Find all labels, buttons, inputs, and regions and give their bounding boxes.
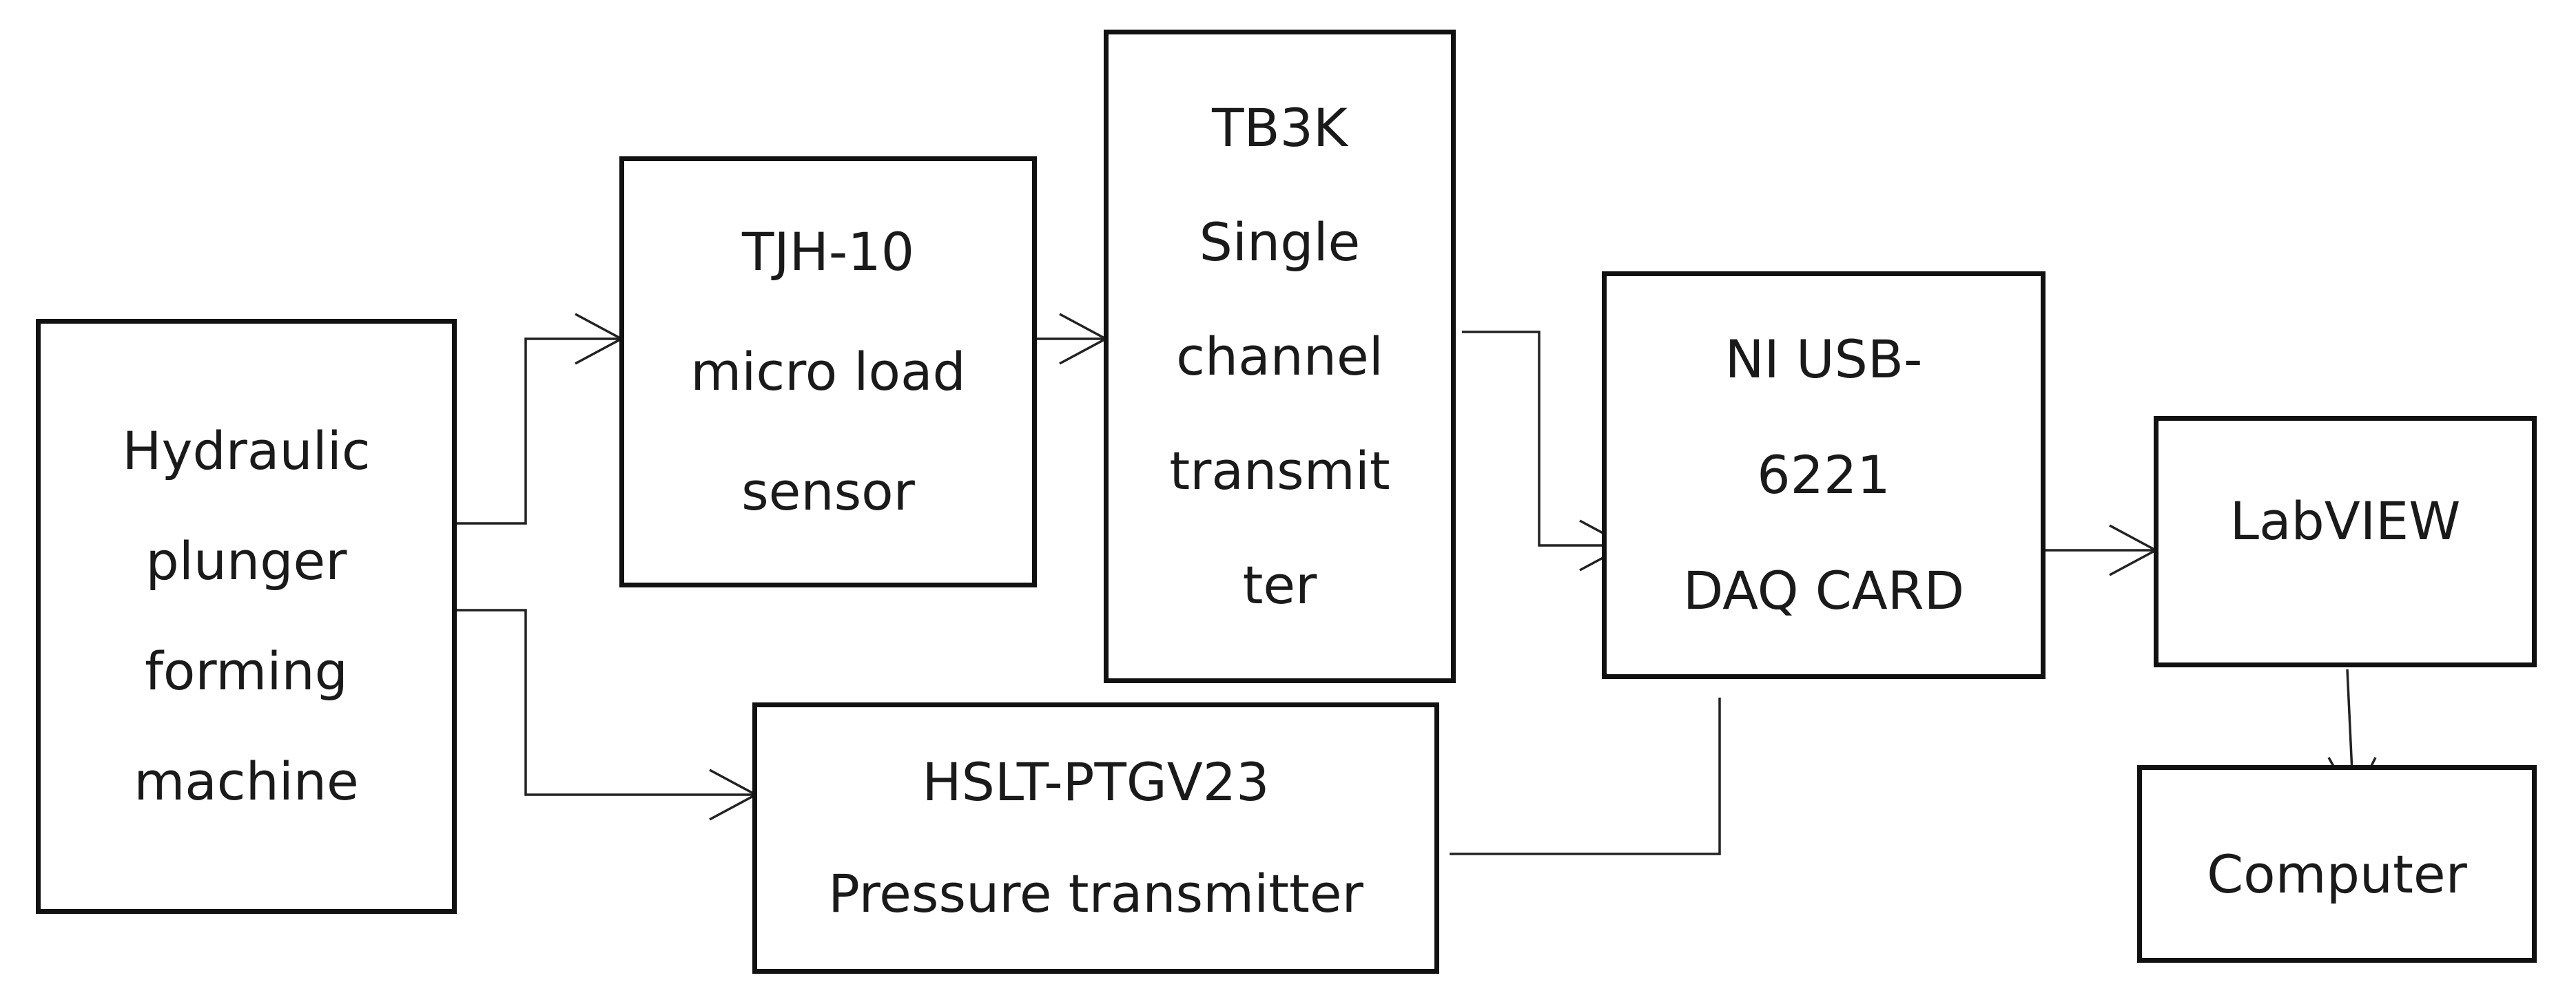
daq-card-block: NI USB- 6221 DAQ CARD (1602, 271, 2046, 679)
hydraulic-machine-label-line: plunger (145, 530, 347, 592)
pressure-transmitter-label-line: HSLT-PTGV23 (922, 751, 1270, 813)
load-sensor-label-line: micro load (690, 341, 966, 402)
transmitter-label-line: transmit (1169, 439, 1390, 501)
hydraulic-machine-label-line: forming (145, 640, 348, 702)
load-sensor-label-line: sensor (741, 461, 915, 522)
daq-card-label-line: 6221 (1757, 444, 1890, 505)
transmitter-label-line: TB3K (1212, 96, 1348, 158)
transmitter-label-line: ter (1242, 554, 1317, 616)
single-channel-transmitter-block: TB3K Single channel transmit ter (1104, 30, 1456, 683)
transmitter-label-line: channel (1176, 325, 1383, 387)
connector-pressure-transmitter-to-daq (1450, 698, 1721, 855)
computer-block: Computer (2137, 765, 2537, 963)
labview-label: LabVIEW (2229, 490, 2461, 552)
daq-card-label-line: NI USB- (1724, 328, 1923, 390)
hydraulic-machine-block: Hydraulic plunger forming machine (36, 319, 457, 914)
connector-machine-to-load-sensor (451, 337, 621, 525)
transmitter-label-line: Single (1199, 211, 1361, 273)
connector-machine-to-pressure-transmitter (451, 609, 756, 796)
daq-card-label-line: DAQ CARD (1682, 560, 1965, 621)
connector-transmitter-to-daq (1462, 331, 1626, 547)
labview-block: LabVIEW (2154, 416, 2537, 667)
pressure-transmitter-block: HSLT-PTGV23 Pressure transmitter (752, 702, 1439, 974)
pressure-transmitter-label-line: Pressure transmitter (828, 863, 1363, 924)
hydraulic-machine-label-line: machine (134, 751, 359, 812)
load-sensor-block: TJH-10 micro load sensor (619, 156, 1037, 587)
load-sensor-label-line: TJH-10 (741, 221, 915, 282)
hydraulic-machine-label-line: Hydraulic (122, 420, 371, 481)
computer-label: Computer (2207, 843, 2467, 905)
